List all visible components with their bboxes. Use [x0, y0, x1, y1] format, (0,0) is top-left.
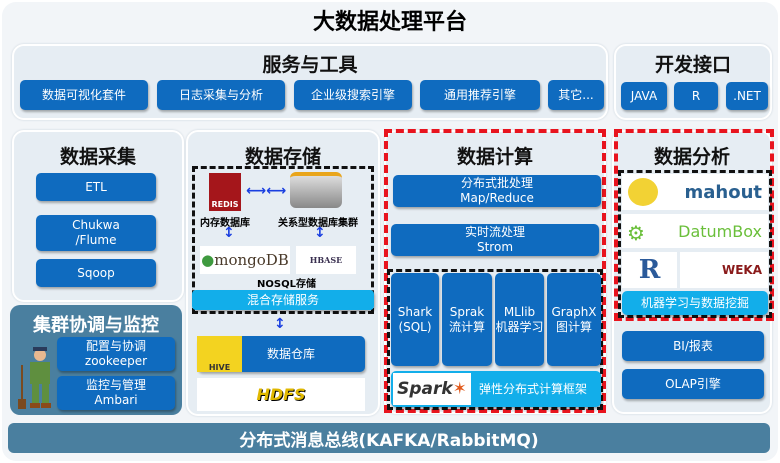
message-bus: 分布式消息总线(KAFKA/RabbitMQ): [8, 423, 770, 453]
ml-datamining[interactable]: 机器学习与数据挖掘: [622, 291, 768, 315]
arrow-icon: ↕: [274, 316, 286, 332]
worker-figure-icon: [16, 345, 60, 411]
mahout-elephant-icon: [628, 178, 658, 206]
arrow-icon: ↕: [314, 225, 326, 241]
api-java[interactable]: JAVA: [621, 82, 667, 110]
database-cluster-icon: [290, 172, 342, 208]
redis-logo: REDIS: [209, 173, 241, 211]
weka-logo: WEKA: [680, 252, 768, 288]
api-r[interactable]: R: [674, 82, 718, 110]
chukwa-label: Chukwa: [72, 218, 120, 232]
reldb-label: 关系型数据库集群: [278, 218, 358, 229]
spark-group-border: [387, 269, 603, 410]
service-search[interactable]: 企业级搜索引擎: [294, 80, 412, 110]
analysis-title: 数据分析: [653, 146, 730, 168]
mongodb-text: mongoDB: [214, 251, 289, 269]
mllib-desc: 机器学习: [495, 319, 544, 334]
spark-shark[interactable]: Shark(SQL): [391, 273, 439, 366]
storage-title: 数据存储: [244, 146, 321, 168]
zookeeper-desc: 配置与协调: [85, 339, 146, 353]
hdfs-logo: HDFS: [197, 378, 365, 411]
sprak-desc: 流计算: [448, 319, 485, 334]
shark-desc: (SQL): [398, 319, 432, 334]
flume-label: /Flume: [75, 233, 117, 247]
service-log[interactable]: 日志采集与分析: [157, 80, 285, 110]
sqoop-label: Sqoop: [77, 265, 115, 280]
nosql-label: NOSQL存储: [257, 279, 316, 290]
etl-label: ETL: [85, 179, 107, 194]
spark-logo: Spark✶: [393, 373, 471, 405]
shark-label: Shark: [397, 304, 433, 319]
collect-title: 数据采集: [59, 146, 136, 168]
zookeeper-label: zookeeper: [84, 354, 148, 368]
collect-panel: 数据采集 ETL Chukwa/Flume Sqoop: [12, 130, 184, 302]
arrow-icon: ↕: [223, 225, 235, 241]
dev-panel: 开发接口 JAVA R .NET: [614, 44, 772, 120]
bi-report[interactable]: BI/报表: [622, 331, 764, 361]
storage-group-border: [192, 166, 374, 314]
mongodb-logo: ●mongoDB: [200, 246, 290, 274]
service-visualization[interactable]: 数据可视化套件: [20, 80, 148, 110]
batch-label: 分布式批处理: [460, 176, 533, 190]
page-title: 大数据处理平台: [312, 10, 467, 35]
graphx-desc: 图计算: [555, 319, 592, 334]
olap-engine[interactable]: OLAP引擎: [622, 369, 764, 399]
gear-icon: ⚙: [627, 221, 645, 245]
services-panel: 服务与工具 数据可视化套件 日志采集与分析 企业级搜索引擎 通用推荐引擎 其它.…: [12, 44, 608, 120]
compute-highlight-border: [384, 129, 606, 413]
mllib-label: MLlib: [503, 304, 536, 319]
dev-title: 开发接口: [654, 54, 731, 76]
hbase-logo: HBASE: [296, 246, 356, 274]
api-dotnet[interactable]: .NET: [726, 82, 768, 110]
arrow-icon: ⟷⟷: [246, 183, 287, 199]
service-recommend[interactable]: 通用推荐引擎: [420, 80, 540, 110]
ambari-label: Ambari: [94, 393, 138, 407]
hybrid-storage-service[interactable]: 混合存储服务: [192, 290, 374, 310]
collect-etl[interactable]: ETL: [36, 173, 156, 201]
hive-logo: HIVE: [197, 336, 242, 372]
ml-group-border: [618, 170, 772, 318]
storm-label: Strom: [476, 240, 514, 254]
collect-sqoop[interactable]: Sqoop: [36, 259, 156, 287]
cluster-title: 集群协调与监控: [33, 315, 159, 336]
analysis-highlight-border: [614, 129, 774, 321]
stream-label: 实时流处理: [464, 225, 525, 239]
ambari-desc: 监控与管理: [85, 378, 146, 392]
memdb-label: 内存数据库: [200, 218, 250, 229]
graphx-label: GraphX: [551, 304, 597, 319]
r-logo: R: [622, 252, 677, 288]
service-other[interactable]: 其它...: [548, 80, 604, 110]
collect-flume[interactable]: Chukwa/Flume: [36, 215, 156, 251]
compute-title: 数据计算: [456, 146, 533, 168]
services-title: 服务与工具: [262, 54, 358, 76]
datumbox-logo: DatumBox: [622, 214, 768, 248]
sprak-label: Sprak: [449, 304, 485, 319]
spark-logo-text: Spark: [397, 379, 453, 399]
mapreduce-label: Map/Reduce: [460, 191, 534, 205]
